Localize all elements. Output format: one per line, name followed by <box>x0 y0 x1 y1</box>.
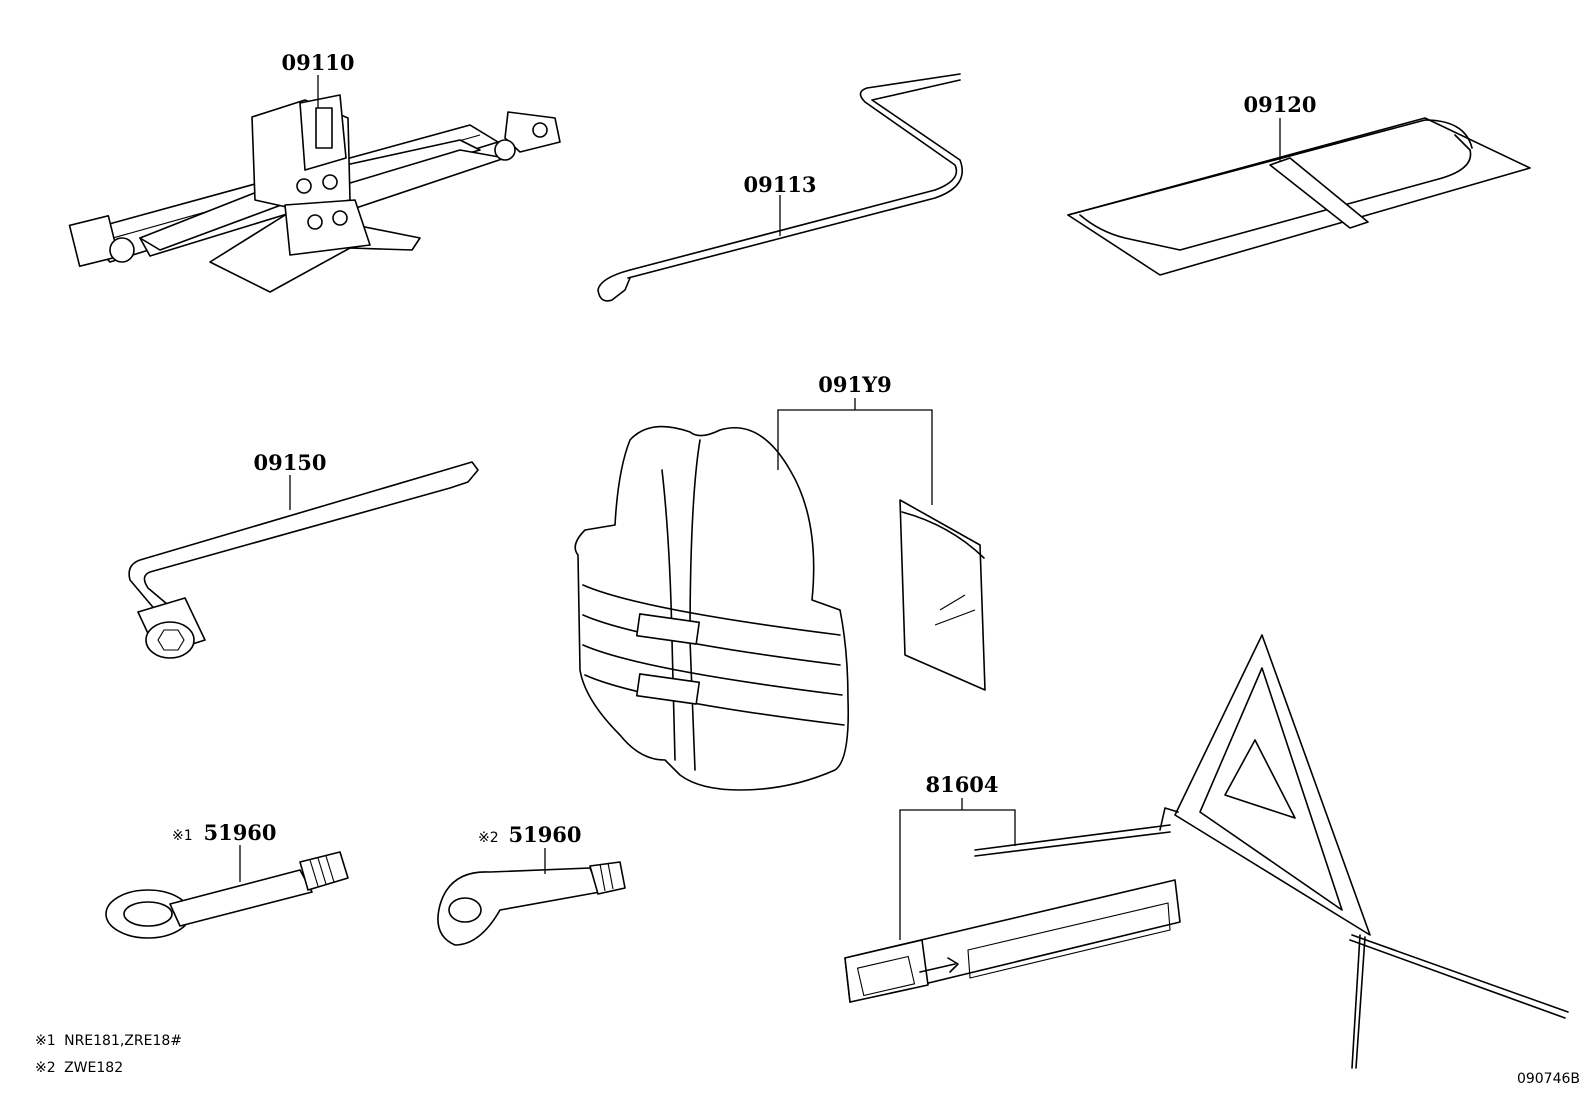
note-2-marker: ※2 <box>35 1060 56 1076</box>
note-1-text: NRE181,ZRE18# <box>64 1033 182 1049</box>
part-jack[interactable]: 09110 <box>68 50 561 293</box>
callout-wheel-nut-wrench: 09150 <box>253 450 326 475</box>
marker-towing-eye-1: ※1 <box>172 828 193 844</box>
note-1-marker: ※1 <box>35 1033 56 1049</box>
callout-jack-handle: 09113 <box>743 172 816 197</box>
callout-tool-bag: 09120 <box>1243 92 1316 117</box>
note-1: ※1 NRE181,ZRE18# <box>35 1033 182 1049</box>
part-jack-handle[interactable]: 09113 <box>597 73 963 302</box>
callout-warning-triangle: 81604 <box>925 772 998 797</box>
applicability-notes: ※1 NRE181,ZRE18# ※2 ZWE182 <box>35 1033 182 1076</box>
diagram-reference-code: 090746B <box>1517 1071 1580 1087</box>
part-wheel-nut-wrench[interactable]: 09150 <box>128 450 479 659</box>
callout-jack: 09110 <box>281 50 354 75</box>
callout-towing-eye-1: 51960 <box>203 820 276 845</box>
note-2: ※2 ZWE182 <box>35 1060 123 1076</box>
part-towing-eye-2[interactable]: ※2 51960 <box>437 822 626 946</box>
part-towing-eye-1[interactable]: ※1 51960 <box>105 820 349 939</box>
part-safety-vest[interactable]: 091Y9 <box>574 372 986 791</box>
callout-towing-eye-2: 51960 <box>508 822 581 847</box>
marker-towing-eye-2: ※2 <box>478 830 499 846</box>
note-2-text: ZWE182 <box>64 1060 123 1076</box>
part-warning-triangle[interactable]: 81604 <box>844 634 1569 1069</box>
part-tool-bag[interactable]: 09120 <box>1067 92 1531 276</box>
callout-safety-vest: 091Y9 <box>818 372 891 397</box>
